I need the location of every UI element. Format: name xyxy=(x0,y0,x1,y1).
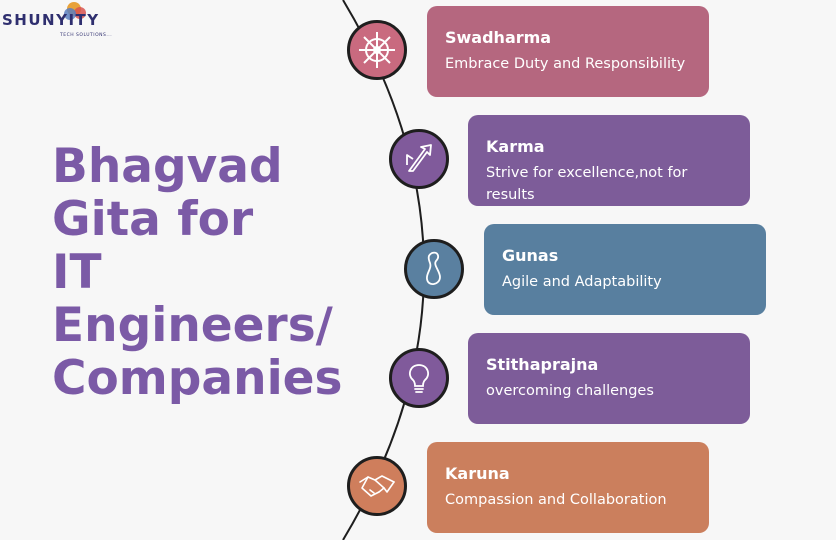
card-title: Karuna xyxy=(445,464,510,483)
dharma-wheel-icon xyxy=(359,32,395,68)
node-swadharma xyxy=(347,20,407,80)
exchange-arrows-icon xyxy=(406,144,432,172)
logo-mark xyxy=(64,2,86,20)
card-gunas: Gunas Agile and Adaptability xyxy=(484,224,766,315)
card-description: Strive for excellence,not for results xyxy=(486,165,688,203)
card-title: Karma xyxy=(486,137,545,156)
shape-outline-icon xyxy=(426,251,441,285)
lightbulb-icon xyxy=(408,364,430,393)
node-karma xyxy=(389,129,449,189)
card-karuna: Karuna Compassion and Collaboration xyxy=(427,442,709,533)
card-stithaprajna: Stithaprajna overcoming challenges xyxy=(468,333,750,424)
node-karuna xyxy=(347,456,407,516)
card-title: Gunas xyxy=(502,246,559,265)
card-description: overcoming challenges xyxy=(486,383,654,399)
company-logo: SHUNYITY TECH SOLUTIONS... xyxy=(0,0,120,46)
node-gunas xyxy=(404,239,464,299)
logo-tagline: TECH SOLUTIONS... xyxy=(60,33,113,38)
card-title: Swadharma xyxy=(445,28,552,47)
card-swadharma: Swadharma Embrace Duty and Responsibilit… xyxy=(427,6,709,97)
page-title: Bhagvad Gita for IT Engineers/ Companies xyxy=(52,139,343,406)
card-title: Stithaprajna xyxy=(486,355,599,374)
card-karma: Karma Strive for excellence,not for resu… xyxy=(468,115,750,206)
logo-name: SHUNYITY xyxy=(2,11,100,29)
node-stithaprajna xyxy=(389,348,449,408)
card-description: Embrace Duty and Responsibility xyxy=(445,56,686,72)
card-description: Compassion and Collaboration xyxy=(445,492,667,508)
handshake-icon xyxy=(359,475,395,497)
card-description: Agile and Adaptability xyxy=(502,274,662,290)
